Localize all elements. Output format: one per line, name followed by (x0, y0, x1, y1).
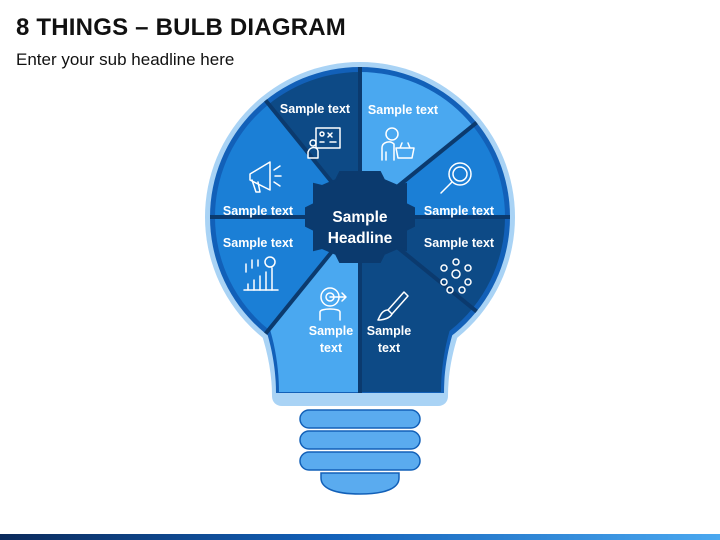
page-subtitle: Enter your sub headline here (16, 50, 235, 69)
people-network-icon (440, 258, 472, 294)
segment-4-label: Sample text (424, 236, 495, 250)
segment-3-label: Sample text (424, 204, 495, 218)
growth-chart-icon (243, 256, 279, 291)
idea-board-icon (307, 127, 341, 159)
segment-2-label: Sample text (368, 103, 439, 117)
center-headline-line1: Sample (332, 209, 388, 226)
segment-4-wedge (360, 217, 505, 362)
shopper-icon (381, 127, 415, 161)
segment-5-label-line2: text (378, 341, 401, 355)
segment-8-label: Sample text (223, 204, 294, 218)
segment-3-wedge (360, 72, 505, 217)
segment-1-label: Sample text (280, 102, 351, 116)
magnifier-icon (440, 162, 472, 194)
bottom-accent-bar (0, 534, 720, 540)
segment-1-wedge (215, 72, 360, 217)
segment-6-label-line2: text (320, 341, 343, 355)
page-title: 8 THINGS – BULB DIAGRAM (16, 14, 346, 41)
bulb-base (299, 409, 421, 495)
target-person-icon (319, 287, 347, 321)
segment-6-label-line1: Sample (309, 324, 354, 338)
megaphone-icon (249, 161, 282, 193)
segment-7-label: Sample text (223, 236, 294, 250)
paintbrush-icon (377, 291, 409, 321)
segment-5-label-line1: Sample (367, 324, 412, 338)
center-gear (305, 171, 415, 263)
center-headline-line2: Headline (328, 230, 393, 247)
